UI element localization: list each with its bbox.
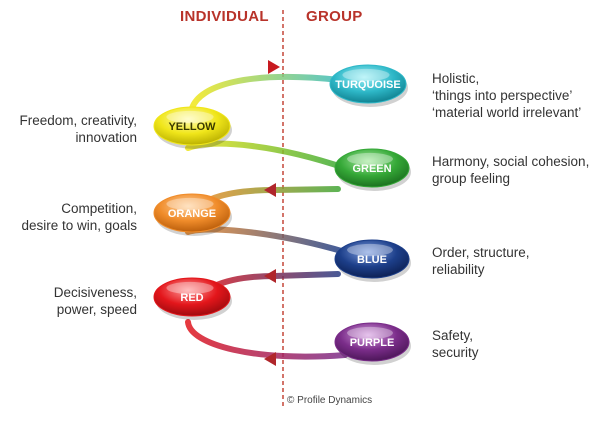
individual-header: INDIVIDUAL: [180, 8, 269, 25]
description-line: Freedom, creativity,: [19, 113, 137, 128]
level-label-yellow: YELLOW: [168, 121, 216, 133]
level-label-turquoise: TURQUOISE: [335, 79, 400, 91]
arrowhead-purple-row: [264, 352, 276, 366]
level-ellipse-turquoise: [329, 64, 407, 104]
level-highlight: [166, 281, 214, 295]
arrowhead-green-row: [264, 183, 276, 197]
description-line: security: [432, 345, 479, 360]
description-line: innovation: [75, 130, 137, 145]
level-red: RED: [153, 277, 232, 320]
level-label-orange: ORANGE: [168, 208, 216, 220]
arrowheads: [264, 60, 280, 366]
description-line: Order, structure,: [432, 245, 530, 260]
description-line: group feeling: [432, 171, 511, 186]
level-highlight: [347, 152, 393, 166]
description-line: ‘material world irrelevant’: [432, 105, 582, 120]
arc-yellow-to-turquoise: [189, 73, 343, 111]
arc-purple-to-red: [185, 319, 348, 360]
level-orange: ORANGE: [153, 193, 232, 236]
level-highlight: [347, 326, 393, 340]
level-highlight: [166, 110, 214, 124]
level-label-blue: BLUE: [357, 254, 387, 266]
level-ellipse-orange: [153, 193, 231, 233]
red-description: Decisiveness, power, speed: [54, 284, 137, 318]
level-ellipse-purple: [334, 322, 410, 362]
blue-description: Order, structure, reliability: [432, 244, 530, 278]
yellow-description: Freedom, creativity, innovation: [19, 112, 137, 146]
description-line: Competition,: [61, 201, 137, 216]
description-line: Safety,: [432, 328, 474, 343]
description-line: Holistic,: [432, 71, 480, 86]
level-label-purple: PURPLE: [350, 337, 395, 349]
level-highlight: [166, 197, 214, 211]
turquoise-description: Holistic, ‘things into perspective’ ‘mat…: [432, 70, 581, 121]
level-label-green: GREEN: [352, 163, 391, 175]
arc-green-to-yellow: [185, 140, 348, 171]
arrowhead-top: [268, 60, 280, 74]
description-line: Decisiveness,: [53, 285, 137, 300]
level-yellow: YELLOW: [153, 106, 232, 149]
group-header: GROUP: [306, 8, 363, 25]
copyright-notice: © Profile Dynamics: [287, 395, 373, 406]
level-ellipse-green: [334, 148, 410, 188]
level-ellipse-blue: [334, 239, 410, 279]
level-green: GREEN: [334, 148, 411, 191]
description-line: Harmony, social cohesion,: [432, 154, 590, 169]
purple-description: Safety, security: [432, 327, 479, 361]
orange-description: Competition, desire to win, goals: [21, 200, 137, 234]
green-description: Harmony, social cohesion, group feeling: [432, 153, 589, 187]
description-line: desire to win, goals: [21, 218, 137, 233]
level-turquoise: TURQUOISE: [329, 64, 408, 107]
level-label-red: RED: [180, 292, 203, 304]
level-blue: BLUE: [334, 239, 411, 282]
description-line: ‘things into perspective’: [432, 88, 573, 103]
level-highlight: [342, 68, 390, 82]
level-ellipses: TURQUOISE YELLOW GREEN ORANGE BLUE RED PURPLE: [153, 64, 411, 365]
level-purple: PURPLE: [334, 322, 411, 365]
description-line: power, speed: [56, 302, 137, 317]
level-highlight: [347, 243, 393, 257]
level-ellipse-yellow: [153, 106, 231, 146]
arrowhead-blue-row: [264, 269, 276, 283]
level-ellipse-red: [153, 277, 231, 317]
description-line: reliability: [432, 262, 485, 277]
